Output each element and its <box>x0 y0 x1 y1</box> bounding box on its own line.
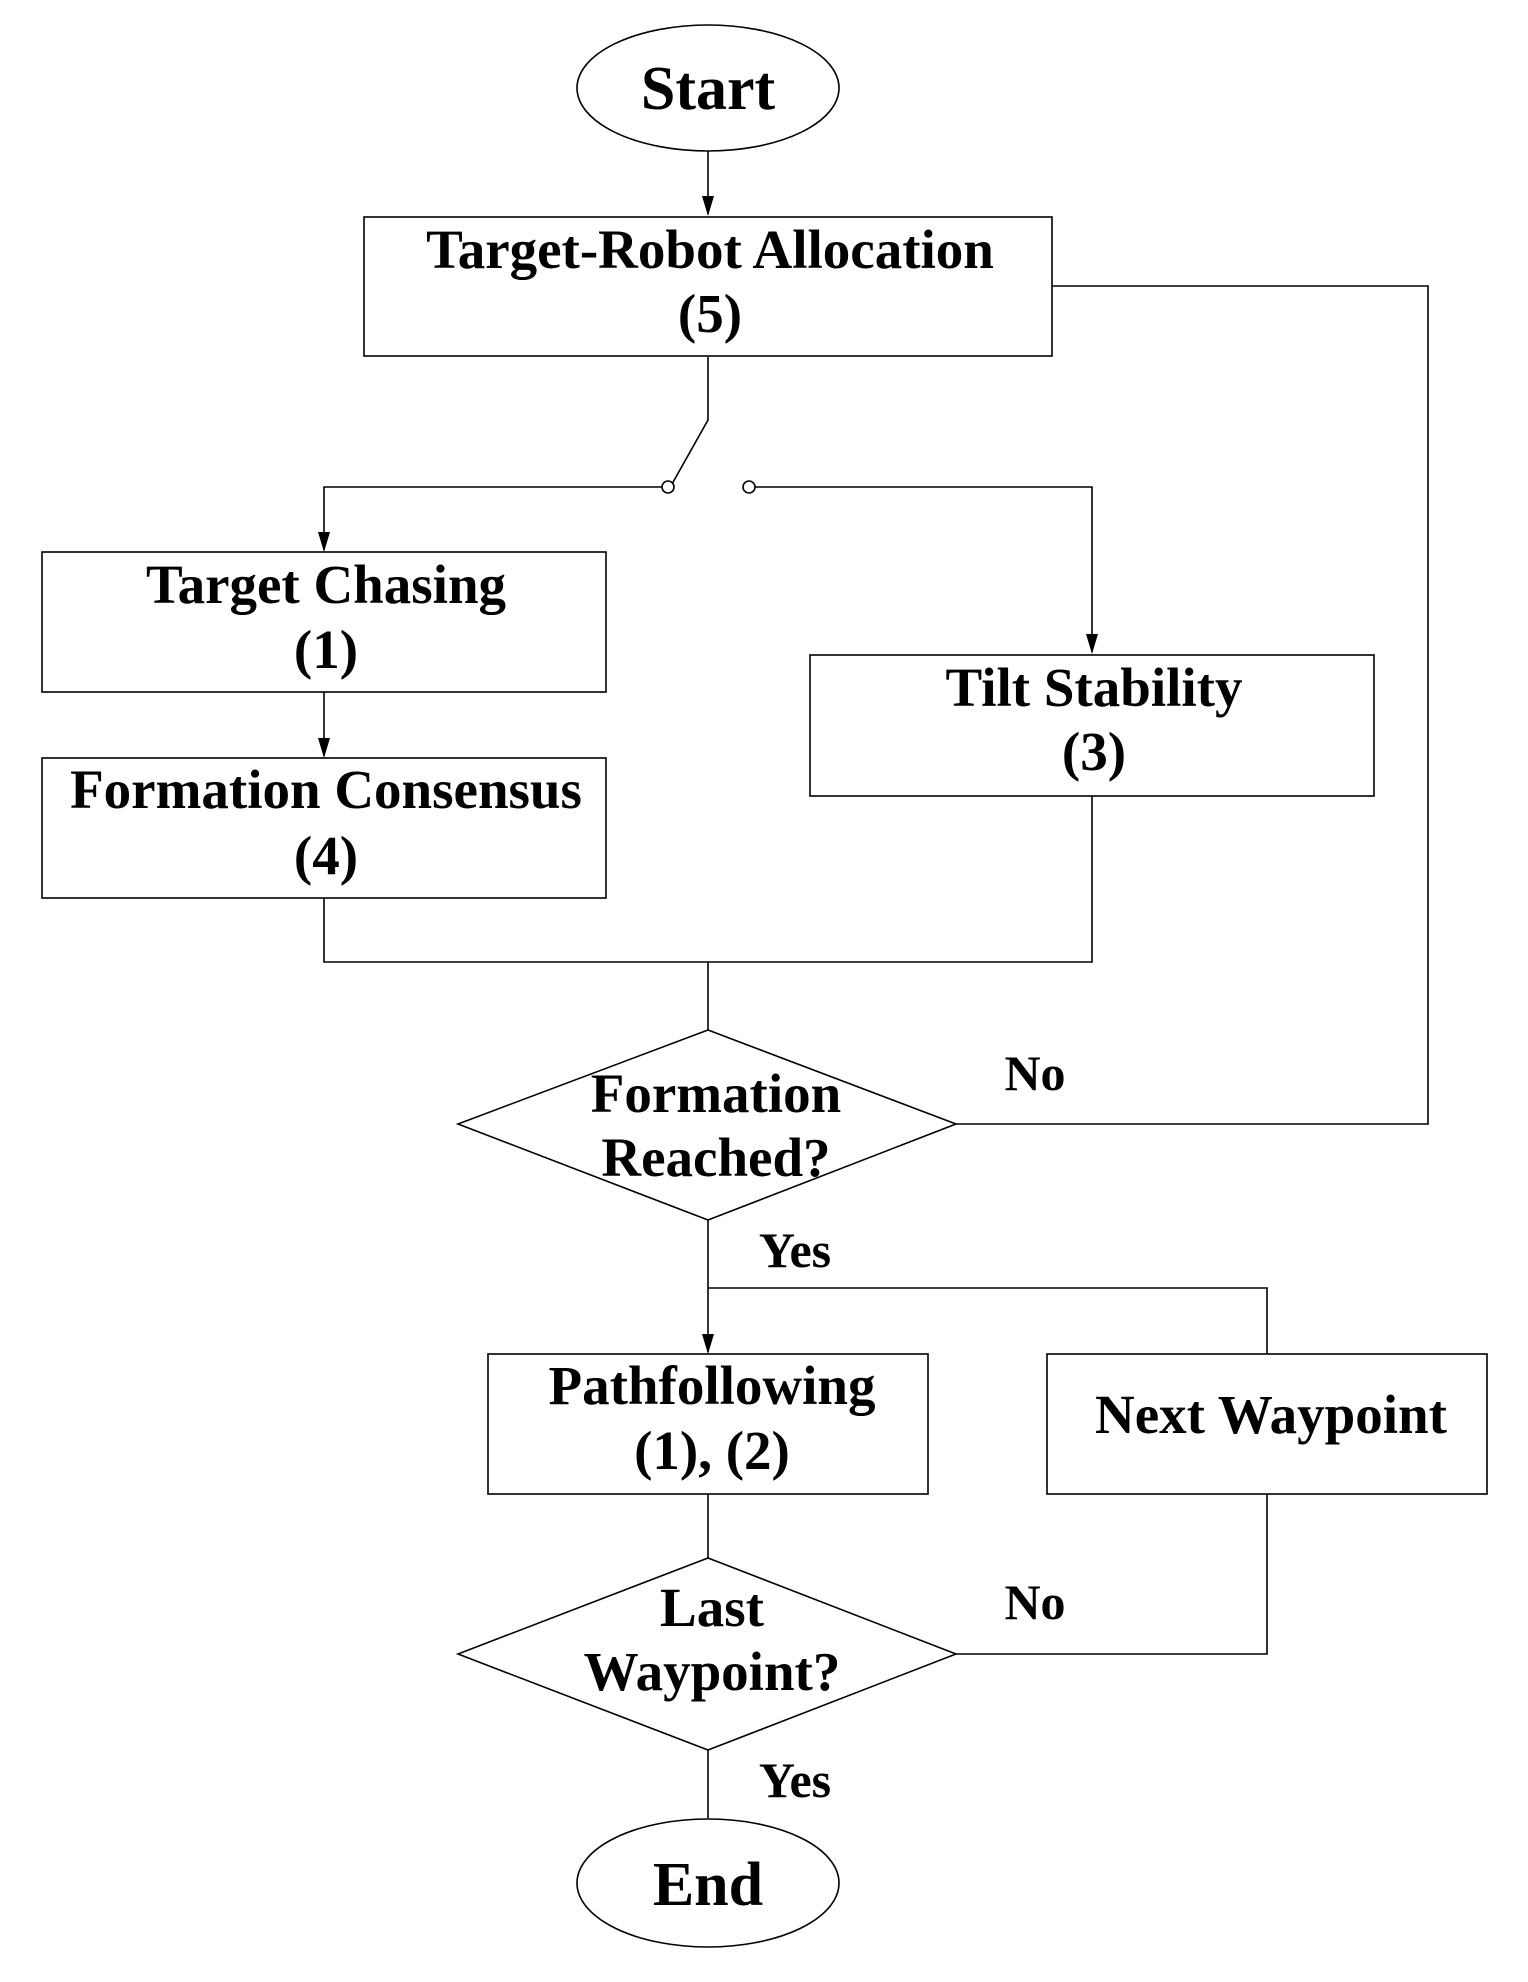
tilt-title: Tilt Stability <box>946 657 1243 718</box>
formation-check-line1: Formation <box>591 1063 842 1124</box>
switch-contact-left <box>661 480 675 494</box>
consensus-title: Formation Consensus <box>70 759 582 820</box>
consensus-box <box>41 757 607 899</box>
end-terminal <box>576 1818 840 1948</box>
formation-yes-label: Yes <box>759 1222 831 1278</box>
arrow-into-pathfollowing <box>702 1334 714 1354</box>
arrow-into-consensus <box>318 738 330 758</box>
edge-formation-no-loop <box>956 285 1429 1125</box>
last-check-line2: Waypoint? <box>584 1641 841 1702</box>
arrow-into-tilt <box>1086 634 1098 654</box>
arrow-into-allocation <box>702 196 714 216</box>
last-no-label: No <box>1004 1574 1065 1630</box>
switch-contact-right <box>742 480 756 494</box>
formation-check-diamond <box>455 1029 959 1221</box>
allocation-ref: (5) <box>678 283 742 344</box>
chasing-ref: (1) <box>294 619 358 680</box>
next-waypoint-box <box>1046 1353 1488 1495</box>
consensus-ref: (4) <box>294 825 358 886</box>
start-terminal <box>576 24 840 152</box>
chasing-box <box>41 551 607 693</box>
node-last-check: Last Waypoint? <box>455 1557 959 1751</box>
pathfollowing-ref: (1), (2) <box>634 1420 790 1481</box>
node-allocation: Target-Robot Allocation (5) <box>363 216 1053 357</box>
node-chasing: Target Chasing (1) <box>41 551 607 693</box>
edge-switch-to-chasing <box>323 486 662 550</box>
end-label: End <box>653 1851 763 1919</box>
edge-allocation-to-switch <box>671 357 709 485</box>
node-next-waypoint: Next Waypoint <box>1046 1353 1488 1495</box>
last-yes-label: Yes <box>759 1752 831 1808</box>
formation-check-line2: Reached? <box>601 1127 830 1188</box>
start-label: Start <box>641 55 776 123</box>
edge-last-no-to-next-waypoint <box>956 1494 1268 1655</box>
connectors <box>318 150 1429 1818</box>
last-check-diamond <box>455 1557 959 1751</box>
tilt-ref: (3) <box>1062 721 1126 782</box>
node-formation-check: Formation Reached? <box>455 1029 959 1221</box>
node-consensus: Formation Consensus (4) <box>41 757 607 899</box>
next-waypoint-label: Next Waypoint <box>1095 1384 1448 1445</box>
chasing-title: Target Chasing <box>146 554 506 615</box>
edge-next-waypoint-to-yes-line <box>708 1287 1268 1354</box>
pathfollowing-title: Pathfollowing <box>549 1355 876 1416</box>
allocation-title: Target-Robot Allocation <box>426 219 994 280</box>
allocation-box <box>363 216 1053 357</box>
last-check-line1: Last <box>660 1577 765 1638</box>
node-end: End <box>576 1818 840 1948</box>
edge-switch-to-tilt <box>755 486 1093 652</box>
branch-labels: No Yes No Yes <box>759 1045 1066 1808</box>
node-tilt: Tilt Stability (3) <box>809 654 1375 797</box>
arrow-into-chasing <box>318 532 330 552</box>
pathfollowing-box <box>487 1353 929 1495</box>
formation-no-label: No <box>1004 1045 1065 1101</box>
tilt-box <box>809 654 1375 797</box>
node-start: Start <box>576 24 840 152</box>
node-pathfollowing: Pathfollowing (1), (2) <box>487 1353 929 1495</box>
